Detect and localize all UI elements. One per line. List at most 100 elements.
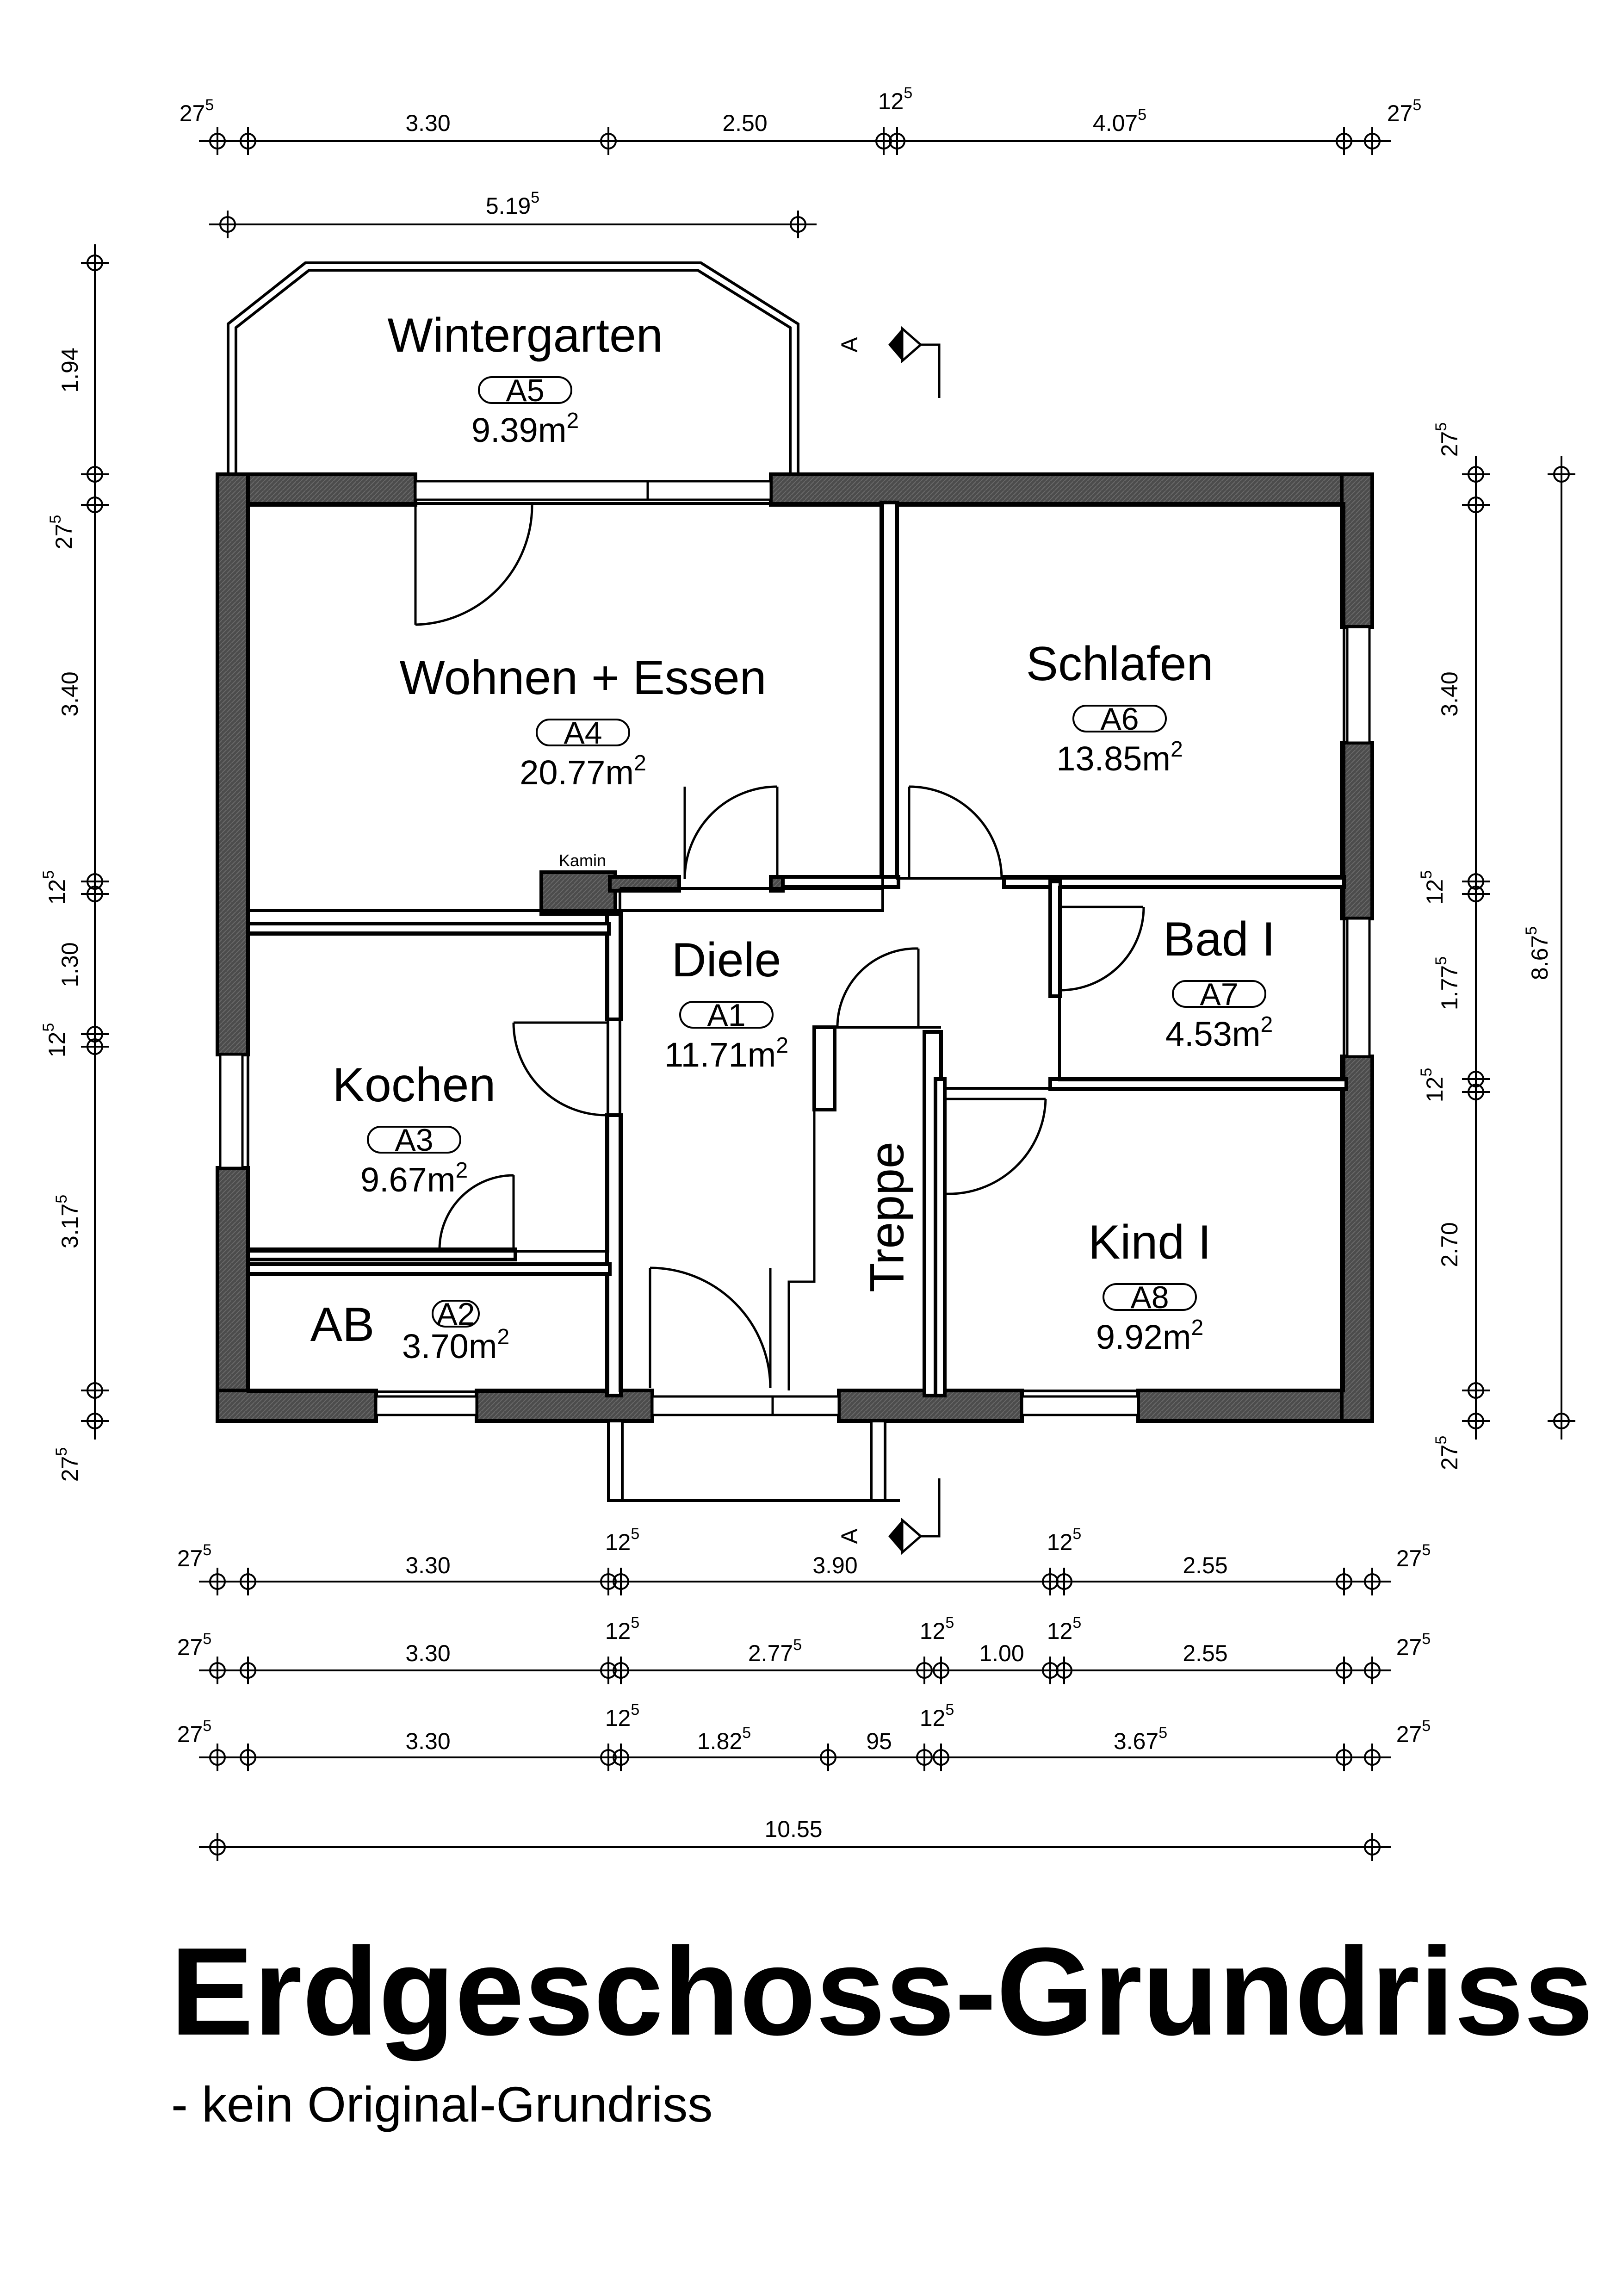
dimension-label: 3.90 bbox=[812, 1552, 857, 1578]
dimension-label: 125 bbox=[605, 1614, 640, 1644]
dimension-label: 125 bbox=[1047, 1525, 1082, 1555]
kamin-block bbox=[539, 870, 785, 916]
room-tag: A6 bbox=[1100, 701, 1139, 737]
walls bbox=[216, 472, 1374, 1423]
room-tag: A3 bbox=[395, 1123, 433, 1158]
window-ab bbox=[375, 1395, 478, 1416]
dimension-label: 2.775 bbox=[748, 1636, 802, 1666]
room-name: Bad I bbox=[1163, 912, 1276, 966]
room-name: Kind I bbox=[1088, 1216, 1211, 1269]
wall-east-2 bbox=[1340, 741, 1374, 920]
wall-east-3 bbox=[1340, 1055, 1374, 1423]
room-area: 9.92m2 bbox=[1096, 1316, 1203, 1356]
room-a8: Kind I A89.92m2 bbox=[1088, 1216, 1211, 1356]
room-tag: A7 bbox=[1200, 977, 1238, 1012]
dimension-label: 125 bbox=[605, 1701, 640, 1731]
dimension-label: 2.50 bbox=[722, 110, 767, 136]
dimension-label: 3.30 bbox=[405, 1728, 450, 1754]
dimension-label: 125 bbox=[40, 1023, 70, 1058]
door-bad bbox=[1059, 906, 1145, 992]
dimension-chain-right-total bbox=[1547, 456, 1576, 1440]
wall-west-upper bbox=[216, 472, 250, 1056]
room-tag-badge bbox=[1172, 980, 1266, 1008]
door-kind bbox=[943, 1098, 1047, 1195]
dimension-label: 4.075 bbox=[1093, 106, 1146, 136]
room-tag-badge bbox=[367, 1126, 461, 1154]
room-name: Wintergarten bbox=[387, 309, 663, 362]
windows bbox=[219, 480, 1371, 1416]
window-kochen bbox=[219, 1053, 244, 1169]
room-area: 20.77m2 bbox=[520, 751, 646, 792]
window-schlafen bbox=[1346, 626, 1371, 744]
room-tag-badge bbox=[432, 1300, 480, 1328]
dimension-label: 3.40 bbox=[1437, 671, 1462, 716]
dimension-label: 275 bbox=[1396, 1541, 1431, 1571]
room-tag: A8 bbox=[1130, 1280, 1169, 1315]
page-title: Erdgeschoss-Grundriss bbox=[170, 1922, 1593, 2061]
dimension-label: 275 bbox=[1432, 1436, 1462, 1471]
dimension-label: 1.775 bbox=[1432, 956, 1462, 1010]
dimension-label: 125 bbox=[920, 1614, 954, 1644]
dimension-label: 275 bbox=[177, 1541, 212, 1571]
dimension-label: 275 bbox=[1387, 96, 1422, 126]
room-name: Schlafen bbox=[1026, 637, 1214, 691]
dimension-label: 3.40 bbox=[57, 671, 83, 716]
section-label-bottom: A bbox=[836, 1528, 862, 1544]
door-schlafen bbox=[908, 785, 1003, 880]
wall-north-right bbox=[769, 472, 1374, 507]
dimension-label: 8.675 bbox=[1523, 926, 1553, 980]
door-entry bbox=[649, 1266, 772, 1389]
dimension-label: 2.55 bbox=[1183, 1640, 1227, 1666]
dimension-chain-total bbox=[199, 1832, 1391, 1862]
entrance-porch bbox=[607, 1420, 900, 1502]
dimension-label: 275 bbox=[53, 1447, 83, 1482]
dimension-label: 275 bbox=[177, 1630, 212, 1660]
dimension-label: 2.70 bbox=[1437, 1222, 1462, 1267]
dimension-chain-right bbox=[1461, 456, 1491, 1440]
room-tag-badge bbox=[679, 1001, 774, 1029]
dimension-chain-wintergarten bbox=[209, 210, 817, 239]
dimension-label: 3.30 bbox=[405, 1640, 450, 1666]
wall-wohnen-diele-right bbox=[772, 875, 900, 889]
dimension-chain-bottom-2 bbox=[199, 1656, 1391, 1685]
room-tag-badge bbox=[1072, 705, 1167, 732]
dimension-chain-bottom-1 bbox=[199, 1567, 1391, 1596]
dimension-label: 2.55 bbox=[1183, 1552, 1227, 1578]
dimension-label: 3.30 bbox=[405, 1552, 450, 1578]
window-wintergarten bbox=[414, 480, 772, 501]
wall-south-4 bbox=[1136, 1389, 1374, 1423]
dimension-label: 10.55 bbox=[764, 1816, 822, 1842]
dimension-label: 125 bbox=[605, 1525, 640, 1555]
room-a7: Bad I A74.53m2 bbox=[1163, 912, 1276, 1053]
door-ab bbox=[438, 1174, 515, 1251]
wall-south-1 bbox=[216, 1389, 378, 1423]
room-name: Kochen bbox=[333, 1058, 496, 1112]
dimension-label: 1.825 bbox=[697, 1724, 751, 1754]
room-tag: A5 bbox=[506, 373, 544, 408]
window-entry bbox=[651, 1395, 840, 1416]
dimension-label: 1.00 bbox=[979, 1640, 1024, 1666]
room-tag: A4 bbox=[564, 715, 602, 751]
room-tag: A2 bbox=[436, 1297, 475, 1332]
wall-south-2 bbox=[475, 1389, 654, 1423]
room-tag: A1 bbox=[707, 998, 745, 1033]
dimension-label: 3.30 bbox=[405, 110, 450, 136]
door-kochen bbox=[512, 1021, 609, 1117]
room-outlines bbox=[247, 502, 1345, 1393]
window-bad bbox=[1346, 917, 1371, 1058]
window-kind bbox=[1021, 1395, 1140, 1416]
room-area: 4.53m2 bbox=[1165, 1012, 1273, 1053]
room-tag-badge bbox=[478, 376, 572, 404]
room-name: Wohnen + Essen bbox=[399, 651, 766, 705]
kamin-label: Kamin bbox=[559, 851, 606, 870]
dimension-label: 125 bbox=[1418, 870, 1448, 905]
dimension-chain-left bbox=[80, 244, 110, 1440]
stair-outline bbox=[787, 1110, 816, 1390]
room-area: 3.70m2 bbox=[402, 1325, 509, 1365]
room-area: 9.67m2 bbox=[360, 1158, 468, 1199]
